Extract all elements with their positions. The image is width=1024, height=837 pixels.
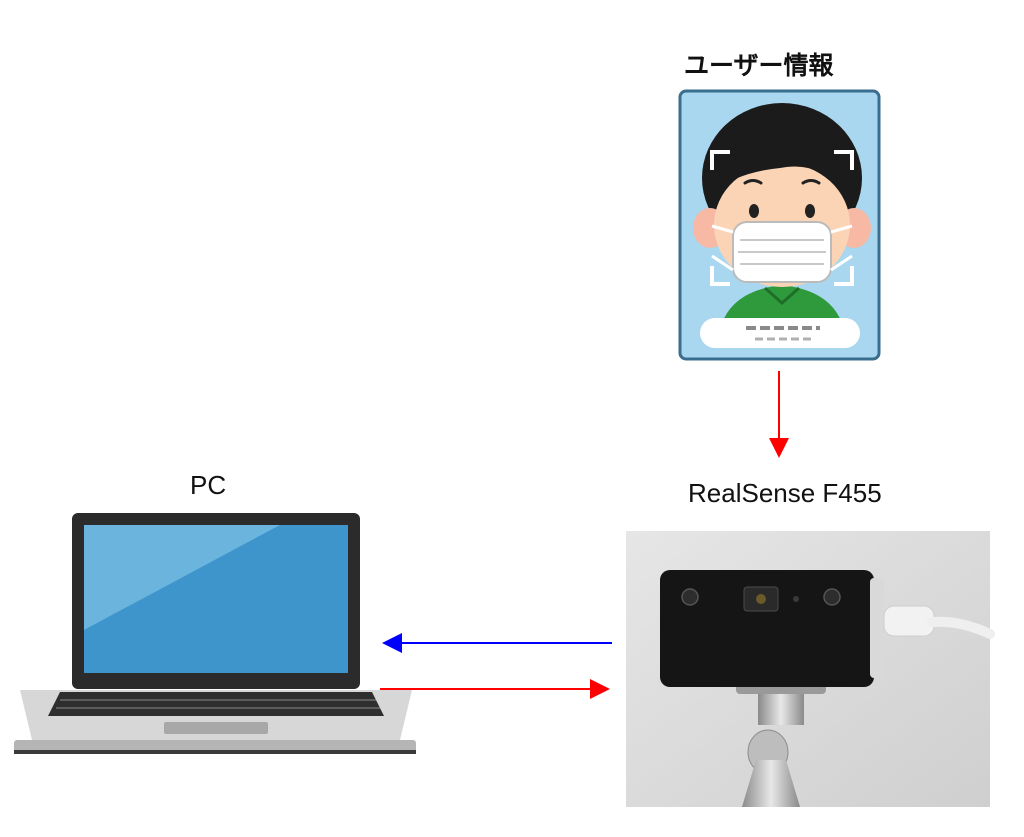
laptop-icon: [14, 513, 416, 754]
realsense-camera-photo: [626, 531, 995, 807]
user-card-icon: [678, 89, 881, 361]
realsense-label: RealSense F455: [688, 478, 882, 508]
user-info-label: ユーザー情報: [684, 51, 834, 80]
pc-label: PC: [190, 470, 227, 500]
